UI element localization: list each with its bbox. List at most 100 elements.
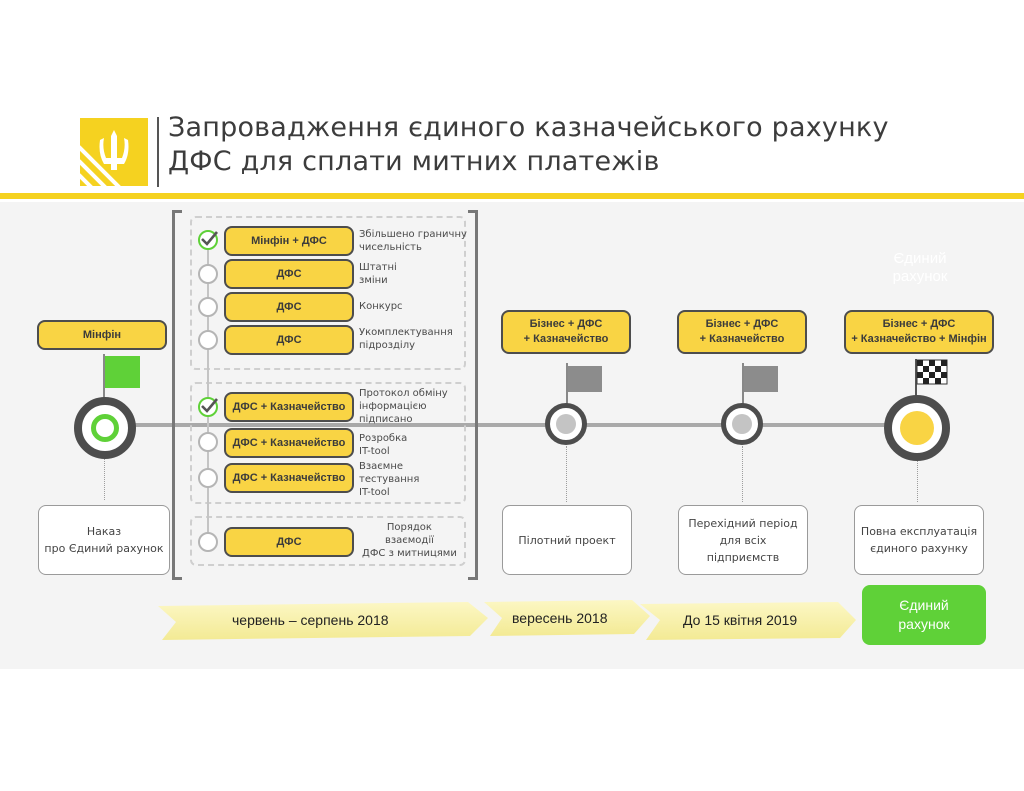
bracket-left — [172, 210, 182, 580]
step-3-1-pill: ДФС — [224, 527, 354, 557]
page-title-line1: Запровадження єдиного казначейського рах… — [168, 112, 889, 143]
milestone-2-pill-line1: Бізнес + ДФС — [705, 318, 779, 330]
phase-label-3: До 15 квітня 2019 — [683, 612, 798, 628]
phase-label-1: червень – серпень 2018 — [232, 612, 389, 628]
milestone-3-box-line1: Повна експлуатація — [860, 525, 978, 538]
gray-flag-icon — [742, 363, 778, 406]
milestone-1-node-core — [556, 414, 576, 434]
step-3-1-circle — [198, 532, 218, 552]
step-2-3-label: Взаємне тестування IT-tool — [359, 460, 419, 499]
start-node — [74, 397, 136, 459]
step-2-1-label-line1: Протокол обміну — [359, 388, 448, 399]
step-2-1-label-line3: підписано — [359, 414, 413, 425]
bracket-right — [468, 210, 478, 580]
step-2-3-pill: ДФС + Казначейство — [224, 463, 354, 493]
connector-start — [104, 456, 105, 500]
final-badge: Єдиний рахунок — [862, 585, 986, 645]
phase-label-2: вересень 2018 — [512, 610, 608, 626]
step-1-3-circle — [198, 297, 218, 317]
milestone-3-pill-line1: Бізнес + ДФС — [882, 318, 956, 330]
milestone-1-pill: Бізнес + ДФС + Казначейство — [501, 310, 631, 354]
step-1-3-label: Конкурс — [359, 300, 403, 313]
step-1-1-label: Збільшено граничну чисельність — [359, 228, 467, 254]
step-3-1-label-line2: взаємодії — [384, 535, 434, 546]
milestone-2-box: Перехідний період для всіх підприємств — [678, 505, 808, 575]
step-2-2-circle — [198, 432, 218, 452]
step-1-1-label-line1: Збільшено граничну — [359, 229, 467, 240]
milestone-3-node-core — [900, 411, 934, 445]
step-1-3-pill: ДФС — [224, 292, 354, 322]
step-2-2-label: Розробка IT-tool — [359, 432, 407, 458]
milestone-1-node — [545, 403, 587, 445]
step-2-2-pill: ДФС + Казначейство — [224, 428, 354, 458]
step-1-1-label-line2: чисельність — [359, 242, 422, 253]
milestone-1-box-line1: Пілотний проект — [518, 533, 616, 547]
step-1-2-label: Штатні зміни — [359, 261, 397, 287]
check-icon — [201, 398, 218, 413]
step-2-3-label-line2: тестування — [359, 474, 420, 485]
page-title-line2: ДФС для сплати митних платежів — [168, 146, 660, 177]
step-2-1-label-line2: інформацією — [359, 401, 427, 412]
step-1-2-circle — [198, 264, 218, 284]
step-1-3-label-line1: Конкурс — [359, 301, 403, 312]
milestone-2-pill: Бізнес + ДФС + Казначейство — [677, 310, 807, 354]
step-1-2-label-line2: зміни — [359, 275, 388, 286]
connector-m1 — [566, 446, 567, 502]
ghost-text-line1: Єдиний — [893, 250, 947, 267]
step-3-1-label-line1: Порядок — [386, 522, 432, 533]
group-box-3 — [190, 516, 466, 566]
ghost-text: Єдиний рахунок — [880, 250, 960, 286]
connector-m2 — [742, 446, 743, 502]
milestone-2-box-line3: підприємств — [706, 550, 780, 564]
milestone-1-pill-line1: Бізнес + ДФС — [529, 318, 603, 330]
step-1-4-label-line2: підрозділу — [359, 340, 416, 351]
check-icon — [201, 231, 218, 246]
step-1-4-label-line1: Укомплектування — [359, 327, 453, 338]
phase-arrow-2 — [484, 600, 650, 636]
step-3-1-label: Порядок взаємодії ДФС з митницями — [362, 521, 457, 560]
timeline-line — [130, 423, 920, 427]
step-2-3-circle — [198, 468, 218, 488]
phase-arrow-3 — [640, 602, 856, 640]
start-node-ring — [91, 414, 119, 442]
steps-line — [207, 240, 209, 544]
step-1-4-pill: ДФС — [224, 325, 354, 355]
start-info-box: Наказ про Єдиний рахунок — [38, 505, 170, 575]
milestone-3-box-line2: єдиного рахунку — [870, 542, 968, 555]
phase-arrows — [158, 600, 856, 640]
connector-m3 — [917, 456, 918, 502]
milestone-2-pill-line2: + Казначейство — [699, 333, 785, 345]
trident-logo — [80, 118, 148, 186]
start-box-line2: про Єдиний рахунок — [44, 542, 164, 555]
header-accent-bar — [0, 193, 1024, 199]
step-2-2-label-line2: IT-tool — [359, 446, 390, 457]
start-pill: Мінфін — [37, 320, 167, 350]
milestone-2-box-line2: для всіх — [719, 533, 767, 547]
group-box-2 — [190, 382, 466, 504]
final-badge-line1: Єдиний — [899, 597, 949, 613]
header: Запровадження єдиного казначейського рах… — [0, 0, 1024, 200]
checkered-flag-icon — [915, 359, 948, 400]
step-3-1-label-line3: ДФС з митницями — [362, 548, 457, 559]
green-flag-icon — [103, 354, 140, 400]
step-1-1-pill: Мінфін + ДФС — [224, 226, 354, 256]
milestone-3-pill-line2: + Казначейство + Мінфін — [851, 333, 987, 345]
milestone-3-pill: Бізнес + ДФС + Казначейство + Мінфін — [844, 310, 994, 354]
step-1-2-label-line1: Штатні — [359, 262, 397, 273]
milestone-1-box: Пілотний проект — [502, 505, 632, 575]
step-2-1-label: Протокол обміну інформацією підписано — [359, 387, 448, 426]
step-2-3-label-line3: IT-tool — [359, 487, 390, 498]
milestone-2-box-line1: Перехідний період — [688, 516, 798, 530]
start-box-line1: Наказ — [86, 525, 122, 538]
ghost-text-line2: рахунок — [892, 268, 948, 285]
step-1-4-label: Укомплектування підрозділу — [359, 326, 453, 352]
milestone-2-node — [721, 403, 763, 445]
milestone-2-node-core — [732, 414, 752, 434]
step-2-3-label-line1: Взаємне — [359, 461, 404, 472]
header-divider — [157, 117, 159, 187]
step-2-2-label-line1: Розробка — [359, 433, 408, 444]
group-box-1 — [190, 216, 466, 370]
final-badge-line2: рахунок — [898, 616, 950, 632]
step-1-4-circle — [198, 330, 218, 350]
milestone-1-pill-line2: + Казначейство — [523, 333, 609, 345]
